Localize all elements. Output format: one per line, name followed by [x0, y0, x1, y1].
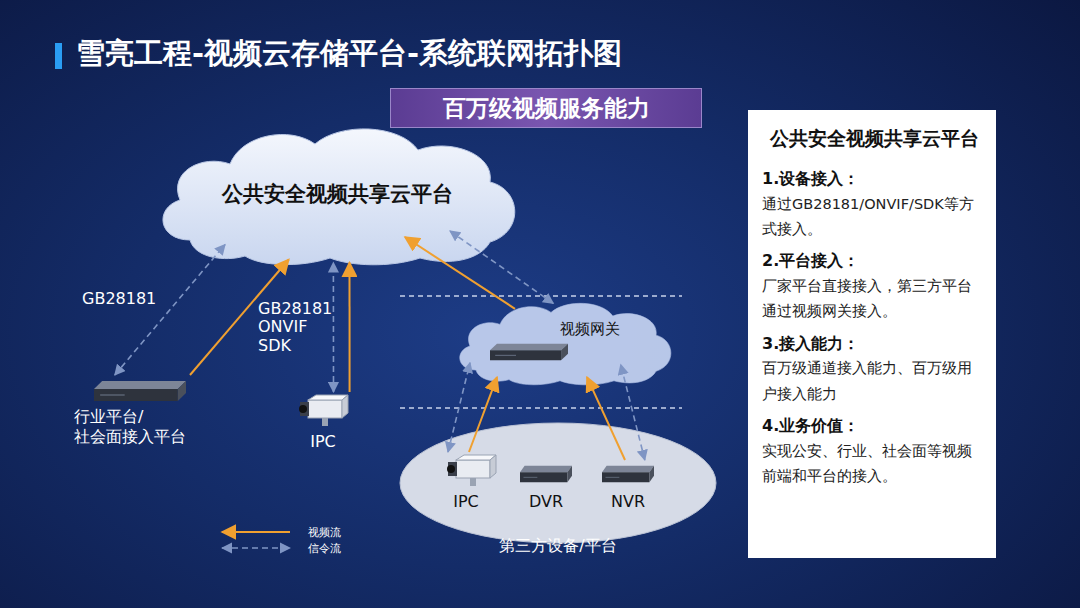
shape-part [342, 395, 348, 418]
gateway-node: 视频网关 [452, 298, 677, 388]
title-bar [55, 43, 62, 69]
video-flow [587, 377, 625, 460]
panel-item: 4.业务价值： [762, 413, 986, 439]
devbox-node: DVR [516, 460, 576, 514]
platform-device [94, 379, 186, 403]
node-text: 行业平台/ 社会面接入平台 [74, 407, 214, 447]
shape-part [602, 472, 649, 482]
banner-box: 百万级视频服务能力 [390, 88, 702, 128]
shape-part [456, 460, 490, 478]
shape-part [520, 466, 572, 473]
gateway-device [490, 342, 568, 362]
recorder-icon [520, 464, 572, 484]
node-text: IPC [288, 432, 358, 451]
panel-body: 实现公安、行业、社会面等视频前端和平台的接入。 [762, 439, 986, 490]
shape-part [322, 418, 328, 426]
panel-body: 百万级通道接入能力、百万级用户接入能力 [762, 356, 986, 407]
shape-part [222, 547, 290, 549]
shape-part [448, 462, 457, 476]
shape-part [178, 381, 186, 401]
legend-text: 视频流 [308, 525, 341, 540]
shape-part [94, 381, 186, 389]
legend-text: 信令流 [308, 541, 341, 556]
edge-label: GB28181 [82, 290, 172, 308]
shape-part [490, 350, 561, 360]
node-text: NVR [598, 492, 658, 511]
camera-node: IPC [288, 392, 358, 454]
shape-part [100, 395, 125, 396]
cloud-shape [452, 298, 677, 388]
node-text: 公共安全视频共享云平台 [150, 180, 525, 208]
node-text: 第三方设备/平台 [398, 536, 718, 557]
camera-node: IPC [436, 452, 496, 514]
ellipse-node: 第三方设备/平台 IPC DVR NVR [398, 422, 718, 562]
panel-node: 公共安全视频共享云平台 1.设备接入：通过GB28181/ONVIF/SDK等方式… [748, 110, 996, 558]
shape-part [308, 400, 342, 418]
cloud-node: 公共安全视频共享云平台 [150, 120, 525, 270]
signal-flow [450, 231, 553, 303]
recorder-icon [602, 464, 654, 484]
panel-item: 1.设备接入： [762, 166, 986, 192]
shape-part [523, 477, 537, 478]
shape-part [602, 466, 654, 473]
video-flow [469, 377, 497, 452]
shape-part [561, 344, 568, 361]
title: 雪亮工程-视频云存储平台-系统联网拓扑图 [76, 34, 622, 74]
video-flow [349, 263, 351, 393]
signal-flow [333, 263, 335, 393]
node-text: 百万级视频服务能力 [443, 93, 650, 124]
shape-part [605, 477, 619, 478]
shape-part [649, 466, 654, 483]
panel-item: 3.接入能力： [762, 331, 986, 357]
shape-part [456, 455, 496, 460]
zone-line [400, 407, 682, 408]
shape-part [520, 472, 567, 482]
panel-heading: 公共安全视频共享云平台 [762, 126, 986, 152]
camera-icon [296, 394, 348, 428]
shape-part [299, 405, 307, 413]
shape-part [460, 303, 671, 385]
node-text: 视频网关 [560, 320, 620, 339]
device-node: 行业平台/ 社会面接入平台 [70, 375, 230, 460]
signal-flow [448, 363, 470, 452]
ellipse-shape [398, 422, 718, 544]
node-text: DVR [516, 492, 576, 511]
camera-icon [444, 454, 496, 488]
video-flow [405, 237, 515, 309]
shape-part [490, 455, 496, 478]
shape-part [222, 531, 290, 533]
shape-part [567, 466, 572, 483]
shape-part [94, 389, 178, 401]
panel-item: 2.平台接入： [762, 248, 986, 274]
panel-body: 通过GB28181/ONVIF/SDK等方式接入。 [762, 192, 986, 243]
shape-part [308, 395, 348, 400]
edge-label: GB28181 ONVIF SDK [258, 300, 330, 355]
panel-body: 厂家平台直接接入，第三方平台通过视频网关接入。 [762, 274, 986, 325]
signal-flow [115, 245, 225, 376]
shape-part [447, 465, 455, 473]
node-text: IPC [436, 492, 496, 511]
shape-part [495, 355, 516, 356]
shape-part [300, 402, 309, 416]
shape-part [470, 478, 476, 486]
signal-flow [621, 365, 645, 460]
shape-part [400, 423, 716, 543]
shape-part [490, 344, 568, 351]
devbox-node: NVR [598, 460, 658, 514]
